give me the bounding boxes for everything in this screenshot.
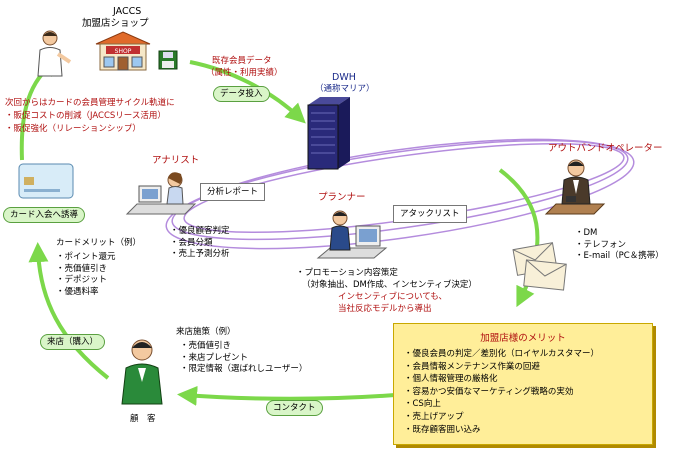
contact-label: コンタクト [266, 400, 323, 416]
operator-channel: ・E-mail（PC＆携帯） [575, 251, 664, 261]
analyst-task: ・売上予測分析 [170, 249, 230, 259]
dwh-title: DWH [332, 72, 356, 83]
analyst-task: ・会員分類 [170, 237, 213, 248]
customer-label: 顧 客 [130, 414, 156, 424]
envelope-icons [512, 242, 567, 291]
planner-at-computer-icon [316, 210, 388, 259]
analyst-at-computer-icon [125, 172, 197, 215]
planner-line2: （対象抽出、DM作成、インセンティブ決定） [302, 280, 477, 290]
visit-label: 来店（購入） [40, 334, 106, 350]
planner-label: プランナー [318, 192, 366, 203]
attack-list-doc: アタックリスト [393, 205, 467, 223]
planner-red-line2: 当社反応モデルから導出 [338, 304, 432, 314]
planner-red-line1: インセンティブについても、 [338, 292, 448, 302]
card-merit-item: ・優遇料率 [56, 286, 99, 297]
merit-item: ・容易かつ安価なマーケティング戦略の実効 [404, 386, 574, 397]
shop-clerk-icon [37, 30, 72, 77]
phone-operator-icon [544, 159, 606, 215]
shop-building-icon: SHOP [95, 31, 151, 71]
merit-item: ・優良会員の判定／差別化（ロイヤルカスタマー） [404, 349, 599, 359]
card-merit-list: ・ポイント還元 ・売価値引き ・デポジット ・優遇料率 [56, 252, 116, 298]
merit-list: ・優良会員の判定／差別化（ロイヤルカスタマー） ・会員情報メンテナンス作業の回避… [404, 348, 599, 436]
data-input-label: データ投入 [213, 86, 270, 102]
franchise-merit-box: 加盟店様のメリット ・優良会員の判定／差別化（ロイヤルカスタマー） ・会員情報メ… [393, 323, 653, 445]
visit-measure-item: ・来店プレゼント [180, 352, 249, 363]
card-merit-item: ・デポジット [56, 275, 108, 285]
merit-item: ・CS向上 [404, 399, 441, 410]
visit-measure-item: ・限定情報（選ばれしユーザー） [180, 364, 308, 374]
visit-measures-title: 来店施策（例） [176, 327, 236, 337]
merit-item: ・売上げアップ [404, 411, 464, 422]
operator-channel: ・テレフォン [575, 239, 627, 250]
analyst-label: アナリスト [152, 155, 200, 166]
operator-label: アウトバンドオペレーター [548, 143, 663, 154]
shop-title-2: 加盟店ショップ [82, 18, 149, 29]
floppy-disk-icon [158, 50, 178, 70]
operator-channel: ・DM [575, 228, 598, 238]
cycle-note-line2: ・販促コストの削減（JACCSリース活用） [5, 111, 166, 121]
existing-data-line1: 既存会員データ [212, 56, 272, 66]
card-merit-title: カードメリット（例） [56, 238, 142, 248]
analyst-task-list: ・優良顧客判定 ・会員分類 ・売上予測分析 [170, 226, 230, 261]
cycle-note-line3: ・販促強化（リレーションシップ） [5, 124, 141, 134]
visit-measure-item: ・売価値引き [180, 341, 232, 351]
analyst-task: ・優良顧客判定 [170, 226, 230, 236]
merit-item: ・個人情報管理の厳格化 [404, 374, 498, 385]
operator-channel-list: ・DM ・テレフォン ・E-mail（PC＆携帯） [575, 228, 664, 263]
customer-person-icon [121, 339, 163, 405]
server-tower-icon [307, 97, 350, 170]
merit-item: ・既存顧客囲い込み [404, 424, 481, 435]
merit-item: ・会員情報メンテナンス作業の回避 [404, 361, 540, 372]
merit-title: 加盟店様のメリット [480, 333, 566, 344]
analysis-report-doc: 分析レポート [200, 183, 266, 201]
visit-measures-list: ・売価値引き ・来店プレゼント ・限定情報（選ばれしユーザー） [180, 341, 307, 376]
cycle-note-line1: 次回からはカードの会員管理サイクル軌道に [5, 98, 175, 108]
dwh-subtitle: （通称マリア） [315, 84, 375, 94]
shop-title-1: JACCS [113, 6, 142, 17]
card-merit-item: ・売価値引き [56, 263, 108, 274]
card-invite-label: カード入会へ誘導 [3, 207, 86, 223]
planner-line1: ・プロモーション内容策定 [296, 268, 398, 278]
credit-card-icon [18, 163, 74, 199]
card-merit-item: ・ポイント還元 [56, 252, 116, 262]
shop-sign: SHOP [115, 48, 132, 55]
existing-data-line2: （属性・利用実績） [206, 68, 283, 78]
